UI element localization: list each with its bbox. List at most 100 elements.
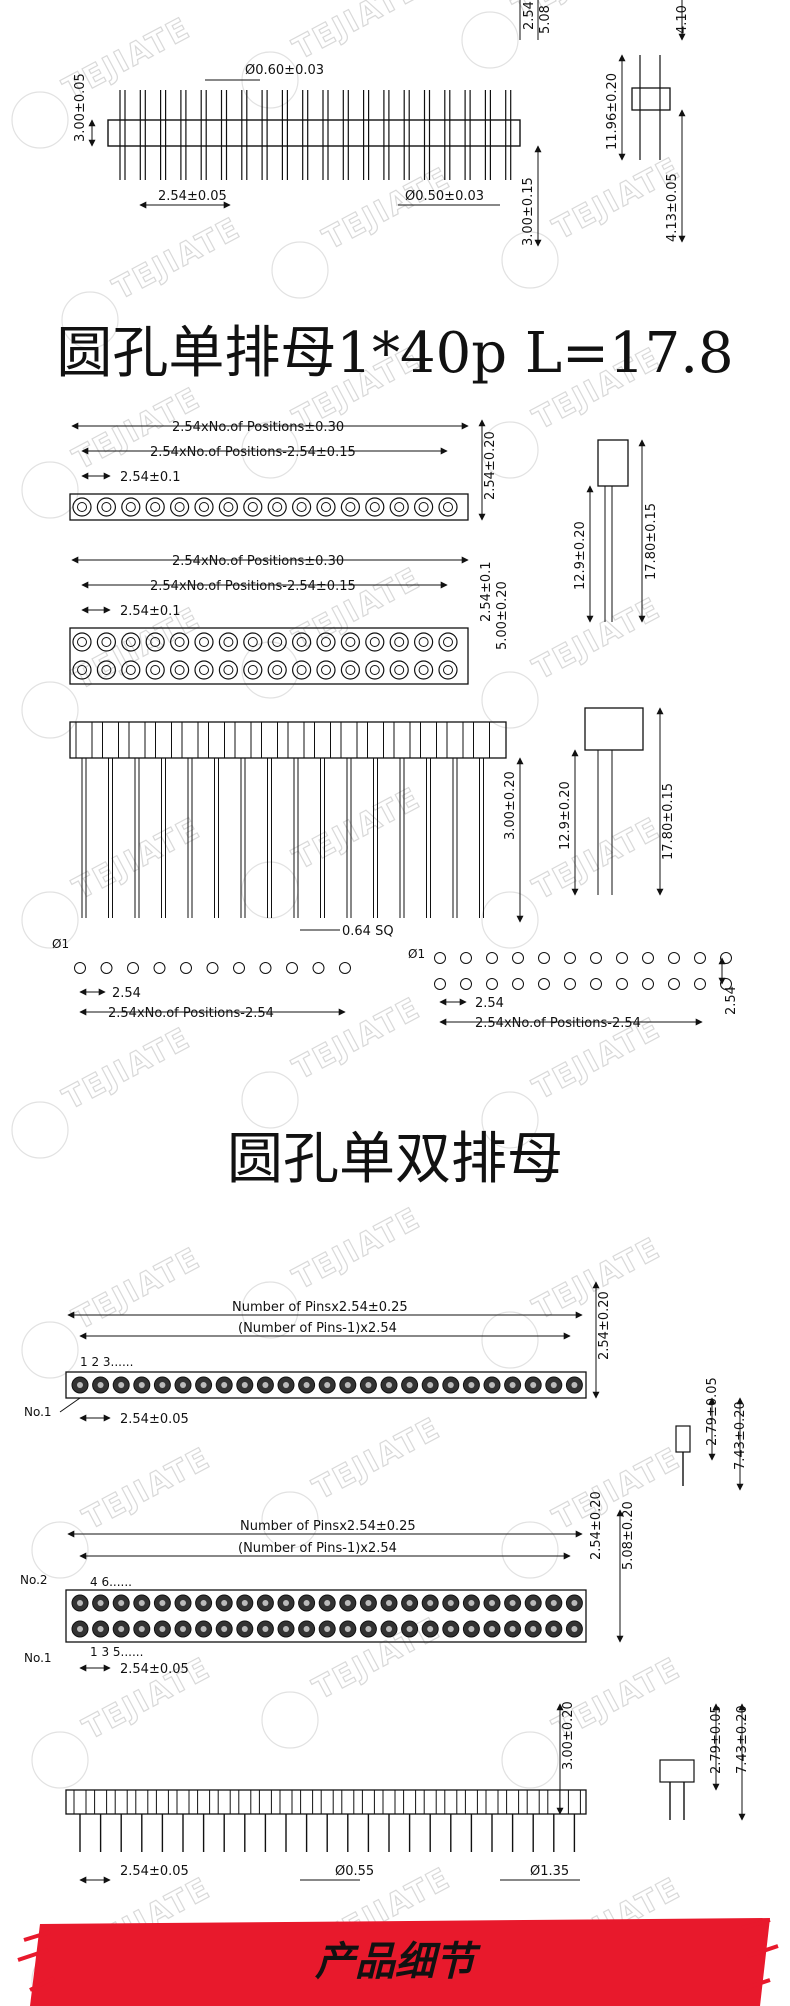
watermark-logo — [501, 1731, 559, 1789]
socket-hole-inner — [324, 1600, 331, 1606]
socket-hole-inner — [77, 1600, 83, 1606]
socket-body — [155, 721, 172, 759]
socket-body — [403, 1789, 417, 1815]
socket-hole-inner — [406, 1382, 413, 1388]
pattern-hole — [460, 978, 472, 990]
socket-hole-inner — [489, 1626, 495, 1632]
socket-body — [506, 1789, 520, 1815]
socket-hole — [145, 497, 165, 517]
socket-hole — [414, 632, 434, 652]
socket-hole-inner — [223, 637, 234, 647]
socket-hole-inner — [324, 1626, 331, 1632]
pin-label-no2: No.2 — [20, 1573, 48, 1587]
pattern-hole — [668, 978, 680, 990]
watermark-text: TEJIATE — [287, 781, 426, 877]
socket-hole — [267, 660, 287, 680]
watermark-logo — [501, 231, 559, 289]
socket-hole-inner — [150, 502, 161, 512]
dim-side-total-2: 17.80±0.15 — [661, 783, 676, 860]
watermark-text: TEJIATE — [307, 1411, 446, 1507]
dim-side-b-2: 7.43±0.20 — [735, 1705, 750, 1774]
section-title-1: 圆孔单排母1*40p L=17.8 — [56, 321, 733, 386]
socket-hole — [96, 660, 117, 680]
dim-right-c: 3.00±0.15 — [521, 177, 536, 246]
socket-hole-inner — [427, 1382, 434, 1388]
dim-overall-2: 2.54xNo.of Positions±0.30 — [172, 554, 344, 569]
socket-hole-inner — [303, 1626, 310, 1632]
dim-side-top: 4.10 — [675, 5, 690, 34]
watermark-logo — [261, 1491, 319, 1549]
socket-hole-inner — [321, 665, 331, 675]
socket-hole-inner — [530, 1626, 537, 1632]
dim-overall-single: Number of Pinsx2.54±0.25 — [232, 1300, 408, 1315]
socket-hole — [170, 632, 190, 652]
socket-hole-inner — [77, 502, 87, 512]
socket-hole-inner — [550, 1626, 557, 1632]
socket-hole-inner — [125, 665, 136, 675]
socket-hole-inner — [223, 665, 234, 675]
pattern-hole — [153, 962, 166, 974]
socket-body — [473, 721, 490, 759]
socket-hole — [170, 660, 190, 680]
socket-hole-inner — [509, 1626, 516, 1632]
socket-hole-inner — [394, 665, 405, 675]
socket-body — [361, 1789, 375, 1815]
dim-hole-span-1: 2.54xNo.of Positions-2.54 — [108, 1006, 274, 1021]
pattern-hole — [434, 978, 446, 990]
socket-hole-inner — [296, 637, 307, 647]
socket-hole — [194, 632, 214, 652]
socket-body — [208, 721, 225, 759]
socket-body — [128, 721, 146, 759]
socket-hole-inner — [365, 1382, 372, 1388]
socket-hole — [438, 497, 458, 517]
socket-hole-inner — [344, 1382, 351, 1388]
socket-hole — [340, 497, 360, 517]
socket-hole — [121, 632, 141, 652]
single-double-header-drawing: Number of Pinsx2.54±0.25 (Number of Pins… — [20, 1281, 750, 1884]
socket-body — [382, 1789, 396, 1815]
pin-header-drawing: 3.00±0.05 Ø0.60±0.03 2.54±0.05 Ø0.50±0.0… — [73, 0, 690, 247]
socket-hole-inner — [571, 1600, 578, 1606]
socket-body — [217, 1789, 231, 1815]
socket-hole-inner — [550, 1382, 557, 1388]
watermark-logo — [11, 1101, 69, 1159]
socket-hole — [316, 660, 336, 680]
dim-pin-dia-large: Ø1.35 — [530, 1864, 569, 1879]
socket-hole-inner — [345, 502, 356, 512]
dim-side-pin-2: 12.9±0.20 — [558, 781, 573, 850]
socket-hole-inner — [77, 637, 87, 647]
socket-body — [485, 1789, 499, 1815]
dim-dia-mark-1: Ø1 — [52, 937, 69, 951]
dim-right-a: 2.54 — [522, 1, 537, 30]
dim-overall-1: 2.54xNo.of Positions±0.30 — [172, 420, 344, 435]
socket-hole — [365, 660, 385, 680]
socket-hole — [414, 660, 434, 680]
socket-hole — [316, 632, 336, 652]
socket-hole — [72, 632, 92, 652]
socket-hole — [218, 632, 238, 652]
socket-hole-inner — [199, 637, 209, 647]
watermark-logo — [31, 1731, 89, 1789]
pattern-hole — [538, 978, 550, 990]
socket-hole — [218, 660, 238, 680]
pattern-hole — [694, 952, 706, 964]
socket-hole — [340, 660, 360, 680]
product-details-banner: 产品细节 — [17, 1918, 779, 2006]
socket-hole — [170, 497, 190, 517]
socket-hole-inner — [386, 1382, 392, 1388]
socket-hole-inner — [489, 1382, 495, 1388]
dim-row-height: 2.54±0.20 — [483, 431, 498, 500]
socket-body — [446, 721, 464, 759]
female-header-drawing: 2.54xNo.of Positions±0.30 2.54xNo.of Pos… — [52, 419, 739, 1031]
socket-hole-inner — [509, 1382, 516, 1388]
pattern-hole — [564, 952, 576, 964]
pattern-hole — [460, 952, 472, 964]
socket-hole-inner — [101, 502, 112, 512]
pattern-hole — [486, 952, 498, 964]
seq-even: 4 6...... — [90, 1575, 132, 1589]
socket-hole — [365, 497, 385, 517]
watermark-text: TEJIATE — [57, 1021, 196, 1117]
watermark-text: TEJIATE — [547, 1441, 686, 1537]
socket-hole-inner — [247, 502, 258, 512]
socket-hole-inner — [303, 1600, 310, 1606]
